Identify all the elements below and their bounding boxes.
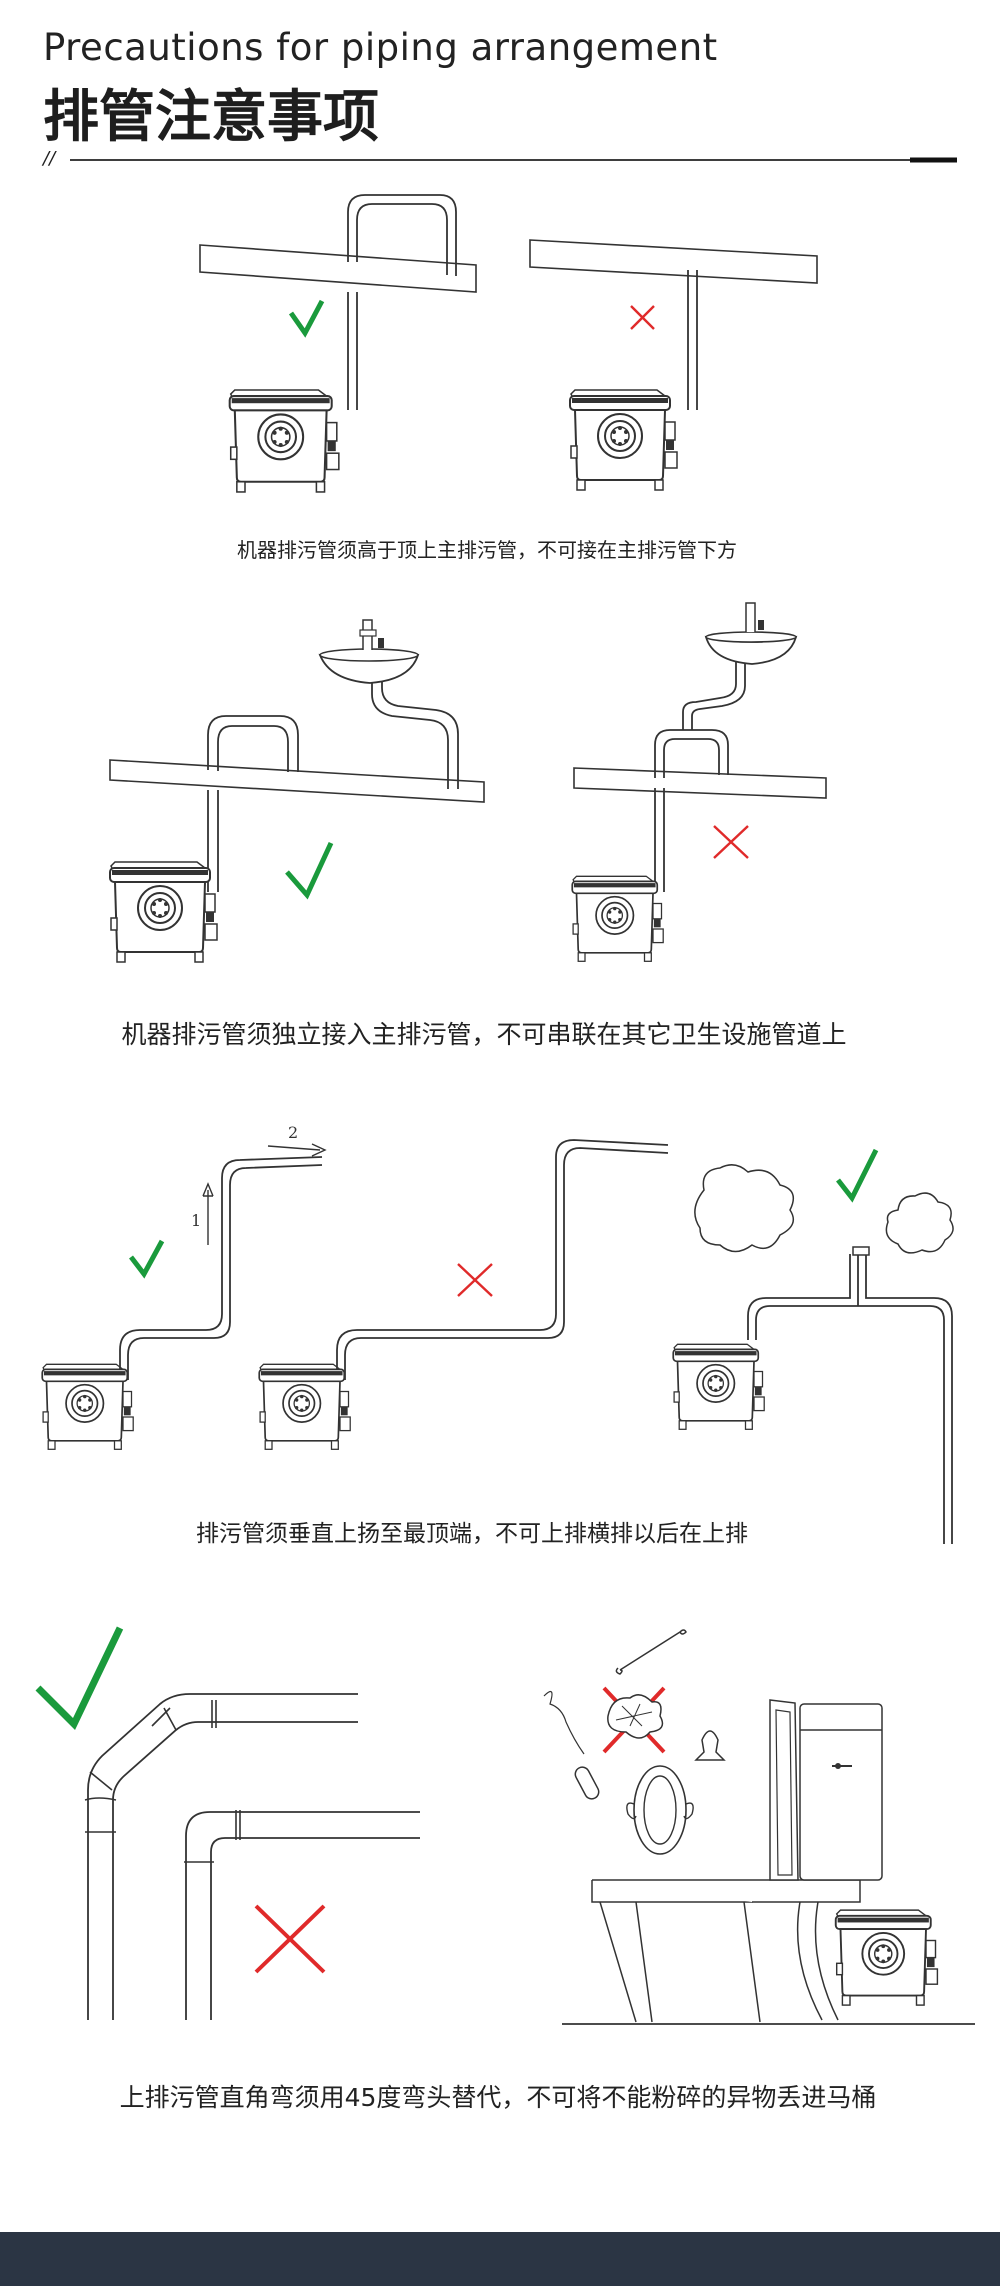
check-icon <box>35 1626 124 1730</box>
caption-section-3: 排污管须垂直上扬至最顶端，不可上排横排以后在上排 <box>196 1521 748 1547</box>
cross-icon <box>457 1263 493 1297</box>
check-icon <box>836 1148 879 1203</box>
section-3-vent <box>672 1148 954 1544</box>
tissue <box>607 1694 664 1739</box>
title-english: Precautions for piping arrangement <box>43 26 718 69</box>
section-1-wrong <box>529 239 818 491</box>
section-1-correct <box>199 194 477 493</box>
hair <box>543 1690 585 1755</box>
section-3-correct: 1 2 <box>41 1123 327 1451</box>
step-label-1: 1 <box>191 1211 201 1230</box>
check-icon <box>129 1239 165 1279</box>
title-chinese: 排管注意事项 <box>43 85 379 150</box>
cloud <box>694 1164 795 1253</box>
cotton-swab <box>615 1629 687 1675</box>
caption-section-4: 上排污管直角弯须用45度弯头替代，不可将不能粉碎的异物丢进马桶 <box>119 2083 877 2112</box>
cross-icon <box>630 305 655 330</box>
caption-section-2: 机器排污管须独立接入主排污管，不可串联在其它卫生设施管道上 <box>121 1020 847 1049</box>
section-3-wrong <box>258 1139 669 1451</box>
check-icon <box>285 841 334 900</box>
check-icon <box>288 299 325 338</box>
header-slash-mark: // <box>43 148 56 169</box>
section-4-toilet <box>543 1629 975 2025</box>
step-label-2: 2 <box>288 1123 298 1142</box>
section-4-correct <box>35 1626 420 2020</box>
toilet <box>592 1879 861 1903</box>
condom <box>694 1730 726 1761</box>
cross-icon <box>254 1904 326 1974</box>
sanitary-pad <box>633 1765 687 1855</box>
cloud <box>885 1192 954 1254</box>
section-2-correct <box>109 619 485 963</box>
cross-icon <box>713 825 749 859</box>
footer-bar <box>0 2232 1000 2286</box>
caption-section-1: 机器排污管须高于顶上主排污管，不可接在主排污管下方 <box>237 538 737 562</box>
section-2-wrong <box>571 602 827 963</box>
